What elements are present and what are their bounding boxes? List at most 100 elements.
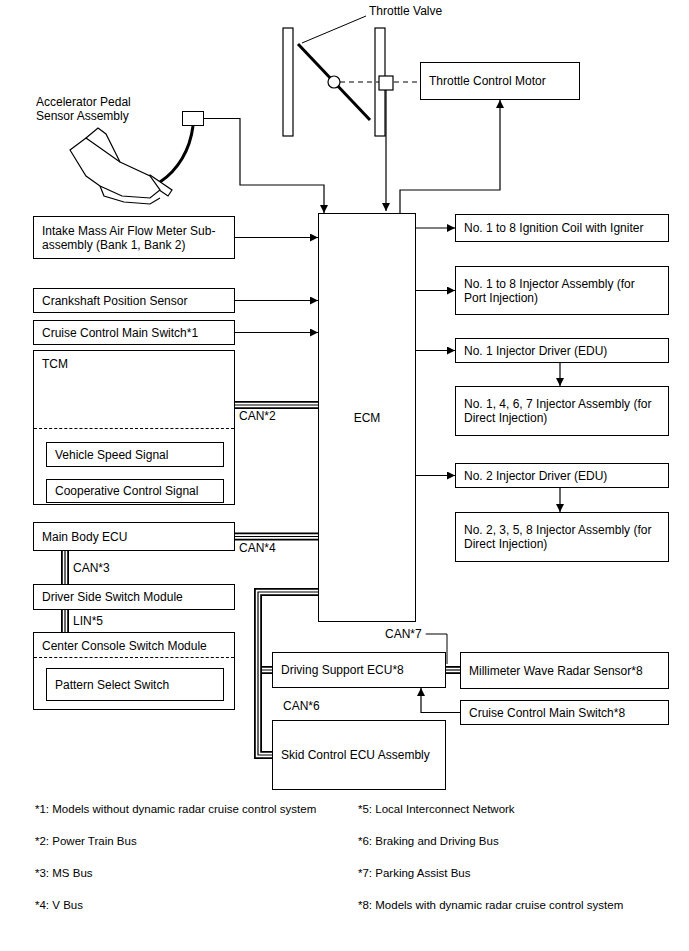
signal-arrow bbox=[416, 228, 455, 229]
component-box: Intake Mass Air Flow Meter Sub-assembly … bbox=[33, 216, 235, 259]
box-label: Crankshaft Position Sensor bbox=[42, 294, 187, 308]
signal-arrow bbox=[416, 350, 455, 351]
bus-line bbox=[235, 401, 318, 409]
box-label: No. 1 to 8 Injector Assembly (for Port I… bbox=[464, 277, 660, 305]
signal-arrow bbox=[400, 100, 500, 213]
box-label: No. 1 Injector Driver (EDU) bbox=[464, 344, 607, 358]
signal-line bbox=[421, 688, 460, 713]
signal-arrow bbox=[416, 290, 455, 291]
bus-connector bbox=[65, 551, 66, 584]
component-box: No. 1, 4, 6, 7 Injector Assembly (for Di… bbox=[455, 386, 669, 436]
footnote: *5: Local Interconnect Network bbox=[357, 802, 516, 816]
bus-label: CAN*7 bbox=[384, 627, 423, 641]
footnote: *8: Models with dynamic radar cruise con… bbox=[357, 898, 624, 912]
signal-line bbox=[416, 475, 455, 476]
bus-label: CAN*6 bbox=[282, 699, 321, 713]
component-box: No. 2, 3, 5, 8 Injector Assembly (for Di… bbox=[455, 512, 669, 562]
signal-line bbox=[204, 119, 324, 214]
component-box: Crankshaft Position Sensor bbox=[33, 288, 235, 313]
component-box: Cruise Control Main Switch*1 bbox=[33, 320, 235, 345]
component-box: Millimeter Wave Radar Sensor*8 bbox=[460, 652, 669, 689]
signal-arrow bbox=[235, 237, 318, 238]
part-label: Throttle Valve bbox=[368, 4, 443, 18]
sensor-square bbox=[182, 111, 204, 126]
bus-line bbox=[63, 551, 67, 584]
box-label: Main Body ECU bbox=[42, 530, 127, 544]
bus-line bbox=[235, 533, 318, 541]
accelerator-pedal bbox=[70, 126, 193, 204]
component-box: Driving Support ECU*8 bbox=[272, 652, 446, 688]
bus-line bbox=[61, 610, 69, 632]
component-box: Center Console Switch ModulePattern Sele… bbox=[33, 632, 235, 710]
signal-arrow bbox=[235, 332, 318, 333]
box-label: Cruise Control Main Switch*1 bbox=[42, 326, 198, 340]
divider-line bbox=[34, 428, 234, 429]
component-box: Vehicle Speed Signal bbox=[46, 442, 224, 467]
signal-line bbox=[400, 100, 500, 213]
bus-line bbox=[63, 610, 67, 632]
component-box: Throttle Control Motor bbox=[420, 62, 580, 100]
signal-line bbox=[559, 363, 560, 386]
throttle-body bbox=[283, 16, 420, 136]
component-box: Skid Control ECU Assembly bbox=[272, 720, 446, 790]
footnote: *7: Parking Assist Bus bbox=[357, 866, 472, 880]
component-box: Pattern Select Switch bbox=[46, 668, 224, 701]
component-box: No. 1 Injector Driver (EDU) bbox=[455, 338, 669, 363]
signal-arrow bbox=[204, 119, 324, 214]
bus-line bbox=[235, 536, 318, 537]
box-label: Center Console Switch Module bbox=[42, 639, 226, 653]
box-label: Pattern Select Switch bbox=[55, 678, 169, 692]
bus-label: CAN*4 bbox=[238, 541, 277, 555]
divider-line bbox=[34, 657, 234, 658]
bus-line bbox=[64, 610, 65, 632]
signal-line bbox=[416, 227, 455, 228]
footnote: *3: MS Bus bbox=[34, 866, 94, 880]
box-label: Vehicle Speed Signal bbox=[55, 448, 168, 462]
box-label: Cruise Control Main Switch*8 bbox=[469, 706, 625, 720]
signal-arrow bbox=[235, 300, 318, 301]
bus-connector bbox=[446, 670, 460, 671]
component-box: TCMVehicle Speed SignalCooperative Contr… bbox=[33, 350, 235, 505]
component-box: Main Body ECU bbox=[33, 522, 235, 551]
signal-line bbox=[559, 488, 560, 512]
box-label: No. 2, 3, 5, 8 Injector Assembly (for Di… bbox=[464, 523, 660, 551]
signal-arrow bbox=[416, 475, 455, 476]
box-label: No. 2 Injector Driver (EDU) bbox=[464, 469, 607, 483]
signal-arrow bbox=[560, 488, 561, 512]
bus-label: CAN*3 bbox=[72, 561, 111, 575]
bus-line bbox=[235, 404, 318, 405]
component-box: Driver Side Switch Module bbox=[33, 584, 235, 610]
signal-line bbox=[235, 300, 318, 301]
box-label: Driver Side Switch Module bbox=[42, 590, 183, 604]
box-label: No. 1 to 8 Ignition Coil with Igniter bbox=[464, 221, 643, 235]
component-box: No. 1 to 8 Ignition Coil with Igniter bbox=[455, 214, 669, 242]
box-label: Accelerator Pedal Sensor Assembly bbox=[36, 95, 166, 123]
bus-line bbox=[61, 551, 69, 584]
bus-label: LIN*5 bbox=[72, 614, 104, 628]
signal-arrow bbox=[560, 363, 561, 386]
component-box: No. 2 Injector Driver (EDU) bbox=[455, 463, 669, 488]
control-module-box: ECM bbox=[318, 213, 416, 622]
component-box: Cooperative Control Signal bbox=[46, 479, 224, 503]
bus-connector bbox=[235, 536, 318, 537]
bus-connector bbox=[235, 405, 318, 406]
footnote: *1: Models without dynamic radar cruise … bbox=[34, 802, 317, 816]
bus-line bbox=[446, 668, 460, 672]
bus-connector bbox=[65, 610, 66, 632]
bus-line bbox=[446, 666, 460, 674]
footnote: *4: V Bus bbox=[34, 898, 84, 912]
component-box: Accelerator Pedal Sensor Assembly bbox=[36, 95, 206, 127]
box-label: Millimeter Wave Radar Sensor*8 bbox=[469, 664, 643, 678]
component-box: No. 1 to 8 Injector Assembly (for Port I… bbox=[455, 266, 669, 315]
signal-line bbox=[416, 350, 455, 351]
box-label: Cooperative Control Signal bbox=[55, 484, 198, 498]
component-box: Cruise Control Main Switch*8 bbox=[460, 700, 669, 725]
box-label: Driving Support ECU*8 bbox=[281, 663, 404, 677]
signal-line bbox=[416, 290, 455, 291]
signal-line bbox=[235, 332, 318, 333]
footnote: *2: Power Train Bus bbox=[34, 834, 138, 848]
box-label: Throttle Control Motor bbox=[429, 74, 546, 88]
throttle-sensor-wire bbox=[385, 90, 386, 211]
bus-line bbox=[64, 551, 65, 584]
